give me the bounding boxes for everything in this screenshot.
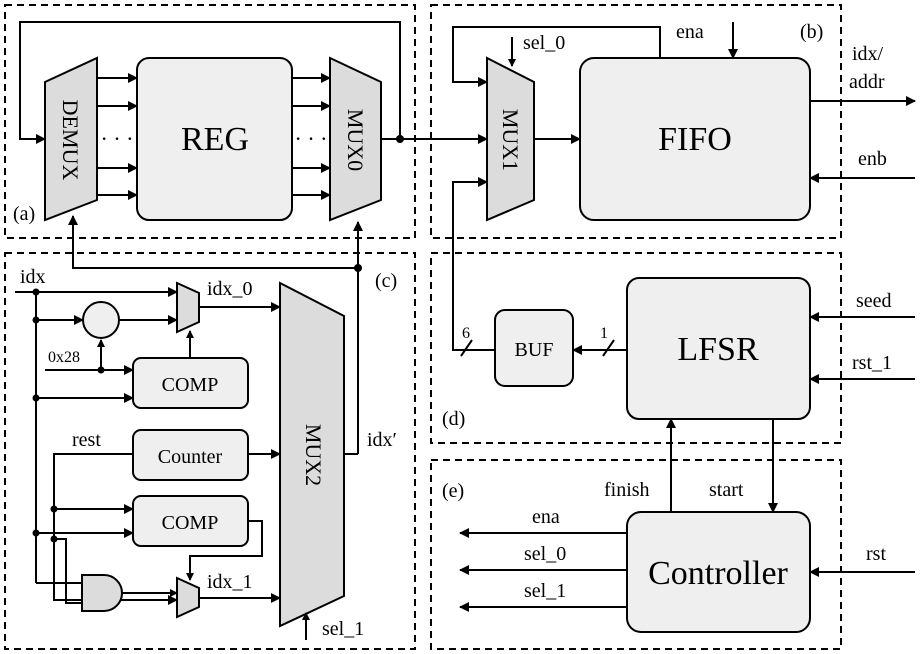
region-d-frame: [430, 252, 842, 444]
reg-mux0-ellipsis: · · ·: [295, 126, 328, 151]
idx-addr-label-line2: addr: [849, 71, 885, 93]
lfsr-out-width-label: 1: [600, 325, 608, 342]
lfsr-label: LFSR: [677, 331, 759, 368]
rest-to-and-wire: [54, 538, 82, 604]
idx-prime-label: idx′: [367, 429, 397, 451]
comp-top-label: COMP: [162, 374, 219, 396]
idx-junction-2: [32, 394, 40, 402]
controller-label: Controller: [648, 555, 788, 592]
and-gate: [81, 574, 123, 612]
lfsr-out-width-slash: [602, 339, 615, 357]
rest-junction-0: [50, 505, 58, 513]
region-e-frame: [430, 459, 842, 650]
region-c-frame: [4, 252, 416, 650]
buf-label: BUF: [515, 339, 554, 361]
comp-mid-label: COMP: [162, 512, 219, 534]
idx-junction-3: [32, 529, 40, 537]
sel0-input-label: sel_0: [523, 32, 565, 54]
fifo-label: FIFO: [658, 121, 732, 158]
comp-mid-to-mux-sel-wire: [186, 520, 263, 581]
mux2-label: MUX2: [301, 424, 326, 486]
rst1-label: rst_1: [852, 352, 892, 374]
mux1-label: MUX1: [498, 109, 523, 171]
lfsr-block: [626, 277, 811, 420]
idx0-label: idx_0: [207, 278, 253, 300]
mux0-label: MUX0: [343, 109, 368, 171]
region-b-label: (b): [800, 21, 823, 43]
region-e-label: (e): [442, 480, 464, 502]
const-junction: [97, 366, 105, 374]
idx-prime-junction: [354, 264, 362, 272]
sel0-output-label: sel_0: [524, 543, 566, 565]
sel1-output-label: sel_1: [524, 580, 566, 602]
small-mux-idx1: [176, 576, 200, 619]
idx-prime-to-demux-wire: [68, 215, 359, 454]
mux1-block: [486, 56, 535, 222]
sel1-input-label: sel_1: [322, 618, 364, 640]
finish-label: finish: [604, 479, 650, 501]
demux-block: [44, 56, 98, 222]
idx1-label: idx_1: [207, 571, 253, 593]
enb-label: enb: [858, 148, 887, 170]
idx-junction-0: [32, 288, 40, 296]
rest-label: rest: [72, 429, 101, 451]
region-a-frame: [4, 4, 416, 239]
buf-to-mux1-wire: [452, 177, 495, 351]
reg-label: REG: [181, 121, 249, 158]
counter-label: Counter: [158, 446, 223, 468]
small-mux-idx0: [176, 281, 200, 334]
region-b-frame: [430, 4, 842, 239]
reg-block: [136, 57, 293, 221]
ena-output-label: ena: [532, 506, 560, 528]
seed-label: seed: [856, 290, 892, 312]
idx-input-label: idx: [20, 266, 46, 288]
fifo-feedback-wire: [452, 26, 661, 87]
idx-junction-1: [32, 316, 40, 324]
region-d-label: (d): [442, 408, 465, 430]
buf-out-width-slash: [460, 339, 473, 357]
subtractor-circle: [82, 301, 120, 339]
demux-label: DEMUX: [58, 100, 83, 181]
mux2-block: [279, 281, 345, 628]
region-a-label: (a): [13, 203, 35, 225]
rst-label: rst: [866, 543, 886, 565]
idx-addr-label-line1: idx/: [852, 43, 884, 65]
demux-reg-ellipsis: · · ·: [101, 126, 134, 151]
ena-input-label: ena: [676, 21, 704, 43]
region-c-label: (c): [375, 270, 397, 292]
start-label: start: [709, 479, 744, 501]
const-0x28-label: 0x28: [48, 349, 80, 366]
buf-out-width-label: 6: [462, 325, 470, 342]
rest-junction-1: [50, 535, 58, 543]
